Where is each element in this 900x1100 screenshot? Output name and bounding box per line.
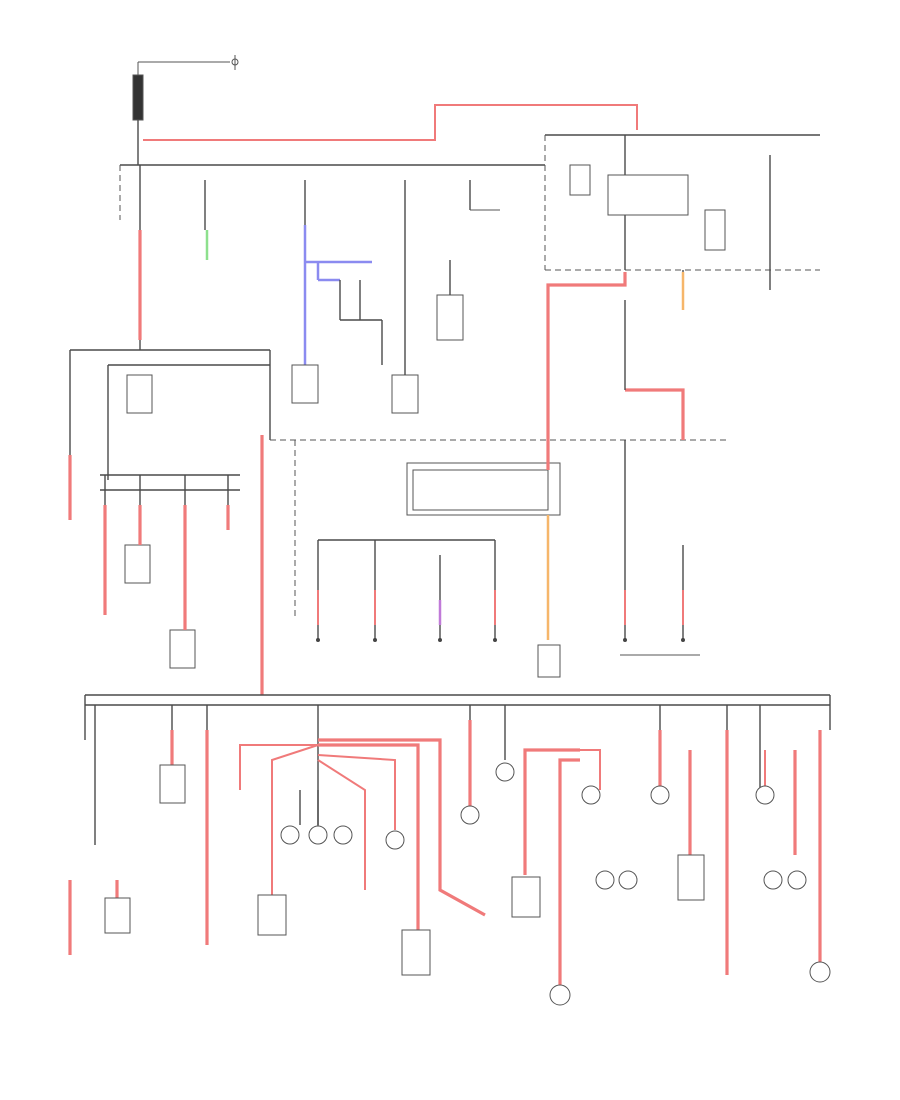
right-red-feed — [537, 272, 685, 678]
battery — [132, 55, 239, 121]
lower-bus — [84, 694, 831, 740]
top-fuse-drops — [139, 165, 500, 230]
right-fuse-drops — [620, 440, 700, 656]
lower-components — [104, 762, 831, 1006]
left-relays — [124, 374, 196, 669]
top-right-relay-box — [569, 135, 771, 300]
center-relays — [291, 230, 464, 414]
lower-bus-drops — [68, 705, 822, 975]
main-feed-wire — [119, 104, 820, 271]
right-red-fan — [523, 748, 797, 985]
blue-circuit — [303, 225, 372, 365]
left-red-feed — [68, 230, 271, 520]
left-fuse-block — [100, 474, 240, 630]
mid-bus — [270, 439, 730, 620]
center-red-fan — [239, 738, 486, 930]
central-switch-block — [316, 462, 561, 642]
